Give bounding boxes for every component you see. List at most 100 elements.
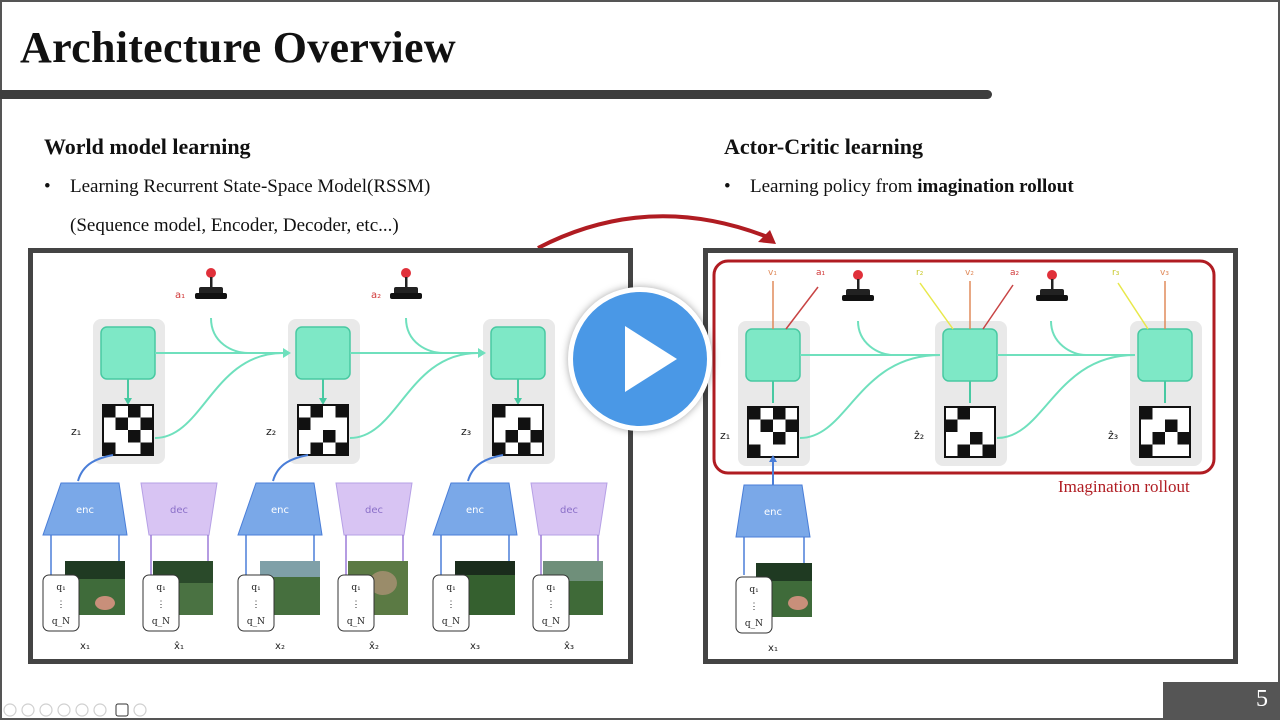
state-vector-hat-1	[142, 574, 180, 632]
ac-state-vector	[735, 576, 773, 634]
joystick-icon	[195, 268, 227, 299]
camera-icon	[115, 703, 129, 717]
eraser-icon	[57, 703, 71, 717]
dec-label-2: dec	[365, 505, 383, 516]
ac-encoder	[735, 484, 811, 538]
ac-hidden-state-1	[745, 328, 801, 382]
q-dots: ⋮	[252, 600, 261, 610]
video-play-button[interactable]	[568, 287, 712, 431]
encoder-3	[432, 482, 518, 536]
world-model-subtext: (Sequence model, Encoder, Decoder, etc..…	[70, 215, 399, 236]
actor-critic-bullet: •Learning policy from imagination rollou…	[724, 176, 1074, 197]
ac-x-label-1: x₁	[768, 643, 778, 654]
zhat-label-3: ẑ₃	[1108, 429, 1118, 442]
obs-to-enc-links	[50, 535, 510, 575]
z-label-1: z₁	[71, 425, 81, 438]
highlighter-icon	[39, 703, 53, 717]
q-dots: ⋮	[352, 600, 361, 610]
q-top: q₁	[546, 583, 555, 593]
action-label-2: a₂	[371, 290, 381, 301]
dec-label-1: dec	[170, 505, 188, 516]
observation-image-2	[260, 561, 320, 615]
joystick-icon	[390, 268, 422, 299]
actor-critic-diagram: v₁ a₁ r₂ v₂ a₂ r₃ v₃ z₁ ẑ₂ ẑ₃ enc	[703, 248, 1238, 664]
decoder-3	[530, 482, 608, 536]
latent-grid-2	[297, 404, 349, 456]
value-label-3: v₃	[1160, 268, 1169, 278]
ac-latent-grid-2	[944, 406, 996, 458]
pen-icon	[21, 703, 35, 717]
world-model-bullet: •Learning Recurrent State-Space Model(RS…	[44, 176, 431, 197]
ac-latent-grid-1	[747, 406, 799, 458]
ac-hidden-state-2	[942, 328, 998, 382]
q-top: q₁	[749, 585, 758, 595]
decoder-1	[140, 482, 218, 536]
reward-label-2: r₂	[916, 268, 924, 278]
value-label-1: v₁	[768, 268, 777, 278]
ac-action-label-2: a₂	[1010, 268, 1020, 278]
joystick-icon	[842, 270, 874, 301]
z-label-2: z₂	[266, 425, 276, 438]
play-button-icon	[625, 326, 677, 392]
decoder-2	[335, 482, 413, 536]
slide-title: Architecture Overview	[20, 23, 456, 72]
state-vector-2	[237, 574, 275, 632]
imagination-rollout-label: Imagination rollout	[1058, 477, 1190, 496]
actor-critic-heading: Actor-Critic learning	[724, 134, 923, 159]
value-label-2: v₂	[965, 268, 974, 278]
q-top: q₁	[446, 583, 455, 593]
ac-action-label-1: a₁	[816, 268, 826, 278]
q-top: q₁	[56, 583, 65, 593]
actor-critic-svg: v₁ a₁ r₂ v₂ a₂ r₃ v₃ z₁ ẑ₂ ẑ₃ enc	[712, 259, 1216, 654]
state-vector-hat-3	[532, 574, 570, 632]
world-model-bullet-text: Learning Recurrent State-Space Model(RSS…	[70, 176, 431, 197]
dec-label-3: dec	[560, 505, 578, 516]
q-bottom: q_N	[52, 617, 70, 627]
zhat-label-2: ẑ₂	[914, 429, 924, 442]
ac-recurrent-links	[799, 320, 1136, 439]
page-number: 5	[1163, 682, 1280, 720]
recurrent-links	[154, 317, 479, 439]
q-bottom: q_N	[542, 617, 560, 627]
q-bottom: q_N	[247, 617, 265, 627]
transition-arrow	[537, 214, 776, 250]
encoder-2	[237, 482, 323, 536]
x-label-1: x₁	[80, 641, 90, 652]
ac-hidden-state-3	[1137, 328, 1193, 382]
x-label-2: x₂	[275, 641, 285, 652]
q-dots: ⋮	[57, 600, 66, 610]
reward-label-3: r₃	[1112, 268, 1120, 278]
q-dots: ⋮	[157, 600, 166, 610]
q-bottom: q_N	[442, 617, 460, 627]
q-top: q₁	[251, 583, 260, 593]
zoom-icon	[75, 703, 89, 717]
actor-critic-bullet-text: Learning policy from	[750, 176, 918, 197]
imagination-rollout-box	[712, 259, 1216, 475]
encoder-links	[77, 454, 504, 482]
xhat-label-2: x̂₂	[369, 640, 379, 652]
latent-grid-3	[492, 404, 544, 456]
q-top: q₁	[351, 583, 360, 593]
encoder-1	[42, 482, 128, 536]
q-dots: ⋮	[447, 600, 456, 610]
state-vector-1	[42, 574, 80, 632]
actor-critic-bullet-bold: imagination rollout	[917, 176, 1074, 197]
q-dots: ⋮	[547, 600, 556, 610]
q-bottom: q_N	[152, 617, 170, 627]
next-icon	[133, 703, 147, 717]
xhat-label-3: x̂₃	[564, 640, 574, 652]
enc-label-3: enc	[466, 505, 484, 516]
ac-z-label-1: z₁	[720, 429, 730, 442]
state-vector-3	[432, 574, 470, 632]
ac-latent-grid-3	[1139, 406, 1191, 458]
observation-image-1	[65, 561, 125, 615]
x-label-3: x₃	[470, 641, 480, 652]
prev-icon	[3, 703, 17, 717]
q-bottom: q_N	[347, 617, 365, 627]
xhat-label-1: x̂₁	[174, 640, 184, 652]
playback-toolbar	[3, 703, 147, 717]
dec-to-obs-links	[150, 535, 599, 575]
q-top: q₁	[156, 583, 165, 593]
more-icon	[93, 703, 107, 717]
joystick-icon	[1036, 270, 1068, 301]
